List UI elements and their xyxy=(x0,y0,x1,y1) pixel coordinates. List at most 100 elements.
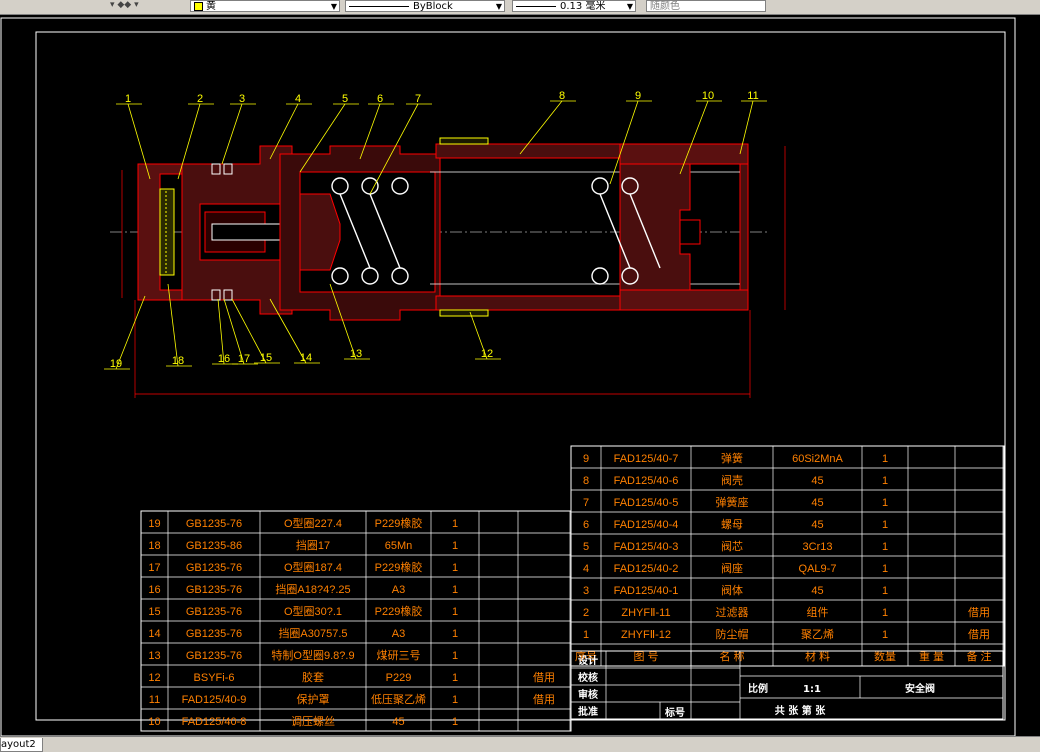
table-cell: GB1235-86 xyxy=(186,540,242,552)
table-cell: 1 xyxy=(452,716,458,728)
table-cell: 借用 xyxy=(533,671,555,684)
table-cell: FAD125/40-9 xyxy=(182,694,247,706)
part-number-label: 4 xyxy=(295,93,301,105)
table-cell: P229橡胶 xyxy=(375,516,423,530)
table-cell: 1 xyxy=(882,497,888,509)
table-cell: 1 xyxy=(452,606,458,618)
table-cell: GB1235-76 xyxy=(186,606,242,618)
table-cell: FAD125/40-4 xyxy=(614,519,679,531)
table-cell: 45 xyxy=(392,716,404,728)
table-cell: 12 xyxy=(148,672,160,684)
table-cell: 阀壳 xyxy=(721,473,743,487)
tab-layout2[interactable]: ayout2 xyxy=(0,738,43,752)
table-cell: ZHYFⅡ-12 xyxy=(621,629,671,641)
leader-line xyxy=(231,298,267,364)
table-cell: 10 xyxy=(148,716,160,728)
table-cell: 60Si2MnA xyxy=(792,453,843,465)
table-cell: 1 xyxy=(583,629,589,641)
color-dropdown[interactable]: 黄 ▼ xyxy=(190,0,340,12)
sheets-text: 共 张 第 张 xyxy=(775,704,826,717)
table-cell: 借用 xyxy=(968,606,990,619)
table-cell: 1 xyxy=(882,629,888,641)
part-number-label: 18 xyxy=(172,355,184,367)
leader-line xyxy=(369,103,419,195)
table-cell: FAD125/40-2 xyxy=(614,563,679,575)
table-cell: 备 注 xyxy=(966,649,991,663)
table-cell: FAD125/40-3 xyxy=(614,541,679,553)
table-cell: 聚乙烯 xyxy=(801,628,834,641)
table-cell: 煤研三号 xyxy=(377,649,421,662)
part-number-label: 10 xyxy=(702,90,714,102)
leader-line xyxy=(519,100,563,155)
part-number-label: 9 xyxy=(635,90,641,102)
table-cell: 螺母 xyxy=(721,518,743,531)
table-cell: 组件 xyxy=(807,605,829,619)
sign-label: 批准 xyxy=(578,705,598,718)
table-cell: 调压螺丝 xyxy=(291,715,335,728)
table-cell: FAD125/40-7 xyxy=(614,453,679,465)
table-cell: FAD125/40-1 xyxy=(614,585,679,597)
table-cell: 17 xyxy=(148,562,160,574)
table-cell: P229橡胶 xyxy=(375,604,423,618)
table-cell: 45 xyxy=(811,497,823,509)
table-cell: 阀芯 xyxy=(721,539,743,553)
part-number-label: 16 xyxy=(218,353,230,365)
leader-line xyxy=(269,103,299,160)
table-cell: 1 xyxy=(452,672,458,684)
table-cell: 1 xyxy=(452,518,458,530)
table-cell: 胶套 xyxy=(302,670,324,684)
table-cell: 4 xyxy=(583,563,589,575)
table-cell: 14 xyxy=(148,628,160,640)
drawing-frame xyxy=(35,31,1006,721)
rubber-sleeve xyxy=(439,309,489,317)
leader-line xyxy=(739,100,754,155)
leader-line xyxy=(329,283,357,360)
sign-label: 校核 xyxy=(578,671,598,684)
table-cell: A3 xyxy=(392,628,405,640)
table-cell: 1 xyxy=(882,563,888,575)
table-cell: ZHYFⅡ-11 xyxy=(621,607,670,619)
table-cell: BSYFi-6 xyxy=(194,672,235,684)
layer-icons[interactable]: ▾ ◆◆ ▾ xyxy=(110,0,139,10)
spring-seat xyxy=(299,193,341,271)
table-cell: 1 xyxy=(452,650,458,662)
lineweight-dropdown[interactable]: 0.13 毫米 ▼ xyxy=(512,0,636,12)
table-cell: 1 xyxy=(882,453,888,465)
table-cell: 挡圈A30757.5 xyxy=(278,626,347,640)
table-cell: 1 xyxy=(882,585,888,597)
table-cell: 名 称 xyxy=(719,649,744,663)
table-cell: 借用 xyxy=(968,628,990,641)
paper-border xyxy=(0,17,1016,736)
plotstyle-dropdown[interactable]: 随颜色 xyxy=(646,0,766,12)
leader-line xyxy=(221,103,243,165)
part-number-label: 12 xyxy=(481,348,493,360)
scale-label: 比例 xyxy=(748,682,768,695)
table-cell: 图 号 xyxy=(633,650,658,663)
table-cell: 5 xyxy=(583,541,589,553)
part-number-label: 14 xyxy=(300,352,312,364)
safety-valve-assembly xyxy=(110,137,786,398)
leader-line xyxy=(177,103,201,180)
compression-spring xyxy=(331,177,661,285)
table-cell: 2 xyxy=(583,607,589,619)
table-cell: FAD125/40-5 xyxy=(614,497,679,509)
table-cell: 保护罩 xyxy=(297,692,330,706)
line-sample-icon xyxy=(516,5,556,7)
table-cell: 1 xyxy=(882,607,888,619)
table-cell: 弹簧座 xyxy=(716,495,749,509)
table-cell: 1 xyxy=(882,519,888,531)
table-cell: 材 料 xyxy=(805,649,830,663)
leader-line xyxy=(679,100,709,175)
table-cell: 防尘帽 xyxy=(716,627,749,641)
table-cell: 65Mn xyxy=(385,540,413,552)
leader-line xyxy=(609,100,639,185)
part-number-label: 3 xyxy=(239,93,245,105)
table-cell: 弹簧 xyxy=(721,451,743,465)
linetype-dropdown[interactable]: ByBlock ▼ xyxy=(345,0,505,12)
plotstyle-value: 随颜色 xyxy=(650,1,680,12)
leader-line xyxy=(115,295,146,370)
